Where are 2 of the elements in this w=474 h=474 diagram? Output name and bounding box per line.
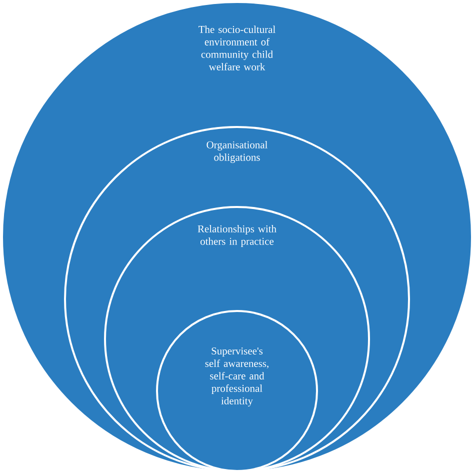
node-label: Supervisee's self awareness, self-care and professional identity [205, 348, 268, 406]
circle-layer: Supervisee's self awareness, self-care and professional identity [156, 310, 318, 472]
